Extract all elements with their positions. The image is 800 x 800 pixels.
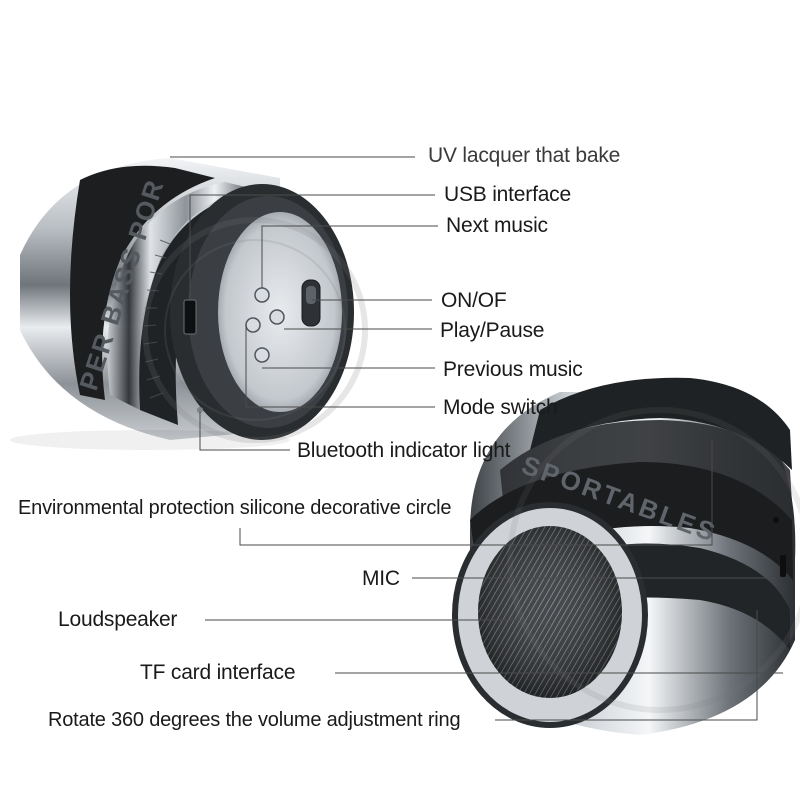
watermark-seal-right [507,407,800,713]
label-tf-card: TF card interface [140,661,296,684]
mic-hole [773,517,779,523]
label-next-music: Next music [446,214,548,237]
next-button [254,287,270,303]
label-on-off: ON/OF [441,289,507,312]
left-volume-ring [139,190,275,425]
label-volume-ring: Rotate 360 degrees the volume adjustment… [48,709,461,731]
label-play-pause: Play/Pause [440,319,545,342]
left-speaker: PER BASS POR [10,158,354,450]
label-usb-interface: USB interface [444,183,571,206]
play-pause-button [269,309,285,325]
label-mode-switch: Mode switch [443,396,558,419]
right-top-ring [530,377,792,470]
label-uv-lacquer: UV lacquer that bake [428,144,621,167]
label-previous-music: Previous music [443,358,583,381]
watermark-seal-left [142,217,368,443]
left-band-outer [70,165,215,400]
bluetooth-indicator-light [197,407,203,413]
usb-port [183,299,197,335]
tf-card-slot [780,555,786,577]
label-silicone-circle: Environmental protection silicone decora… [18,497,452,519]
previous-button [254,347,270,363]
control-buttons [245,287,285,363]
leader-lines [170,156,783,721]
label-loudspeaker: Loudspeaker [58,608,178,631]
mode-button [245,317,261,333]
label-mic: MIC [362,567,400,590]
label-bluetooth-indicator: Bluetooth indicator light [297,439,511,462]
